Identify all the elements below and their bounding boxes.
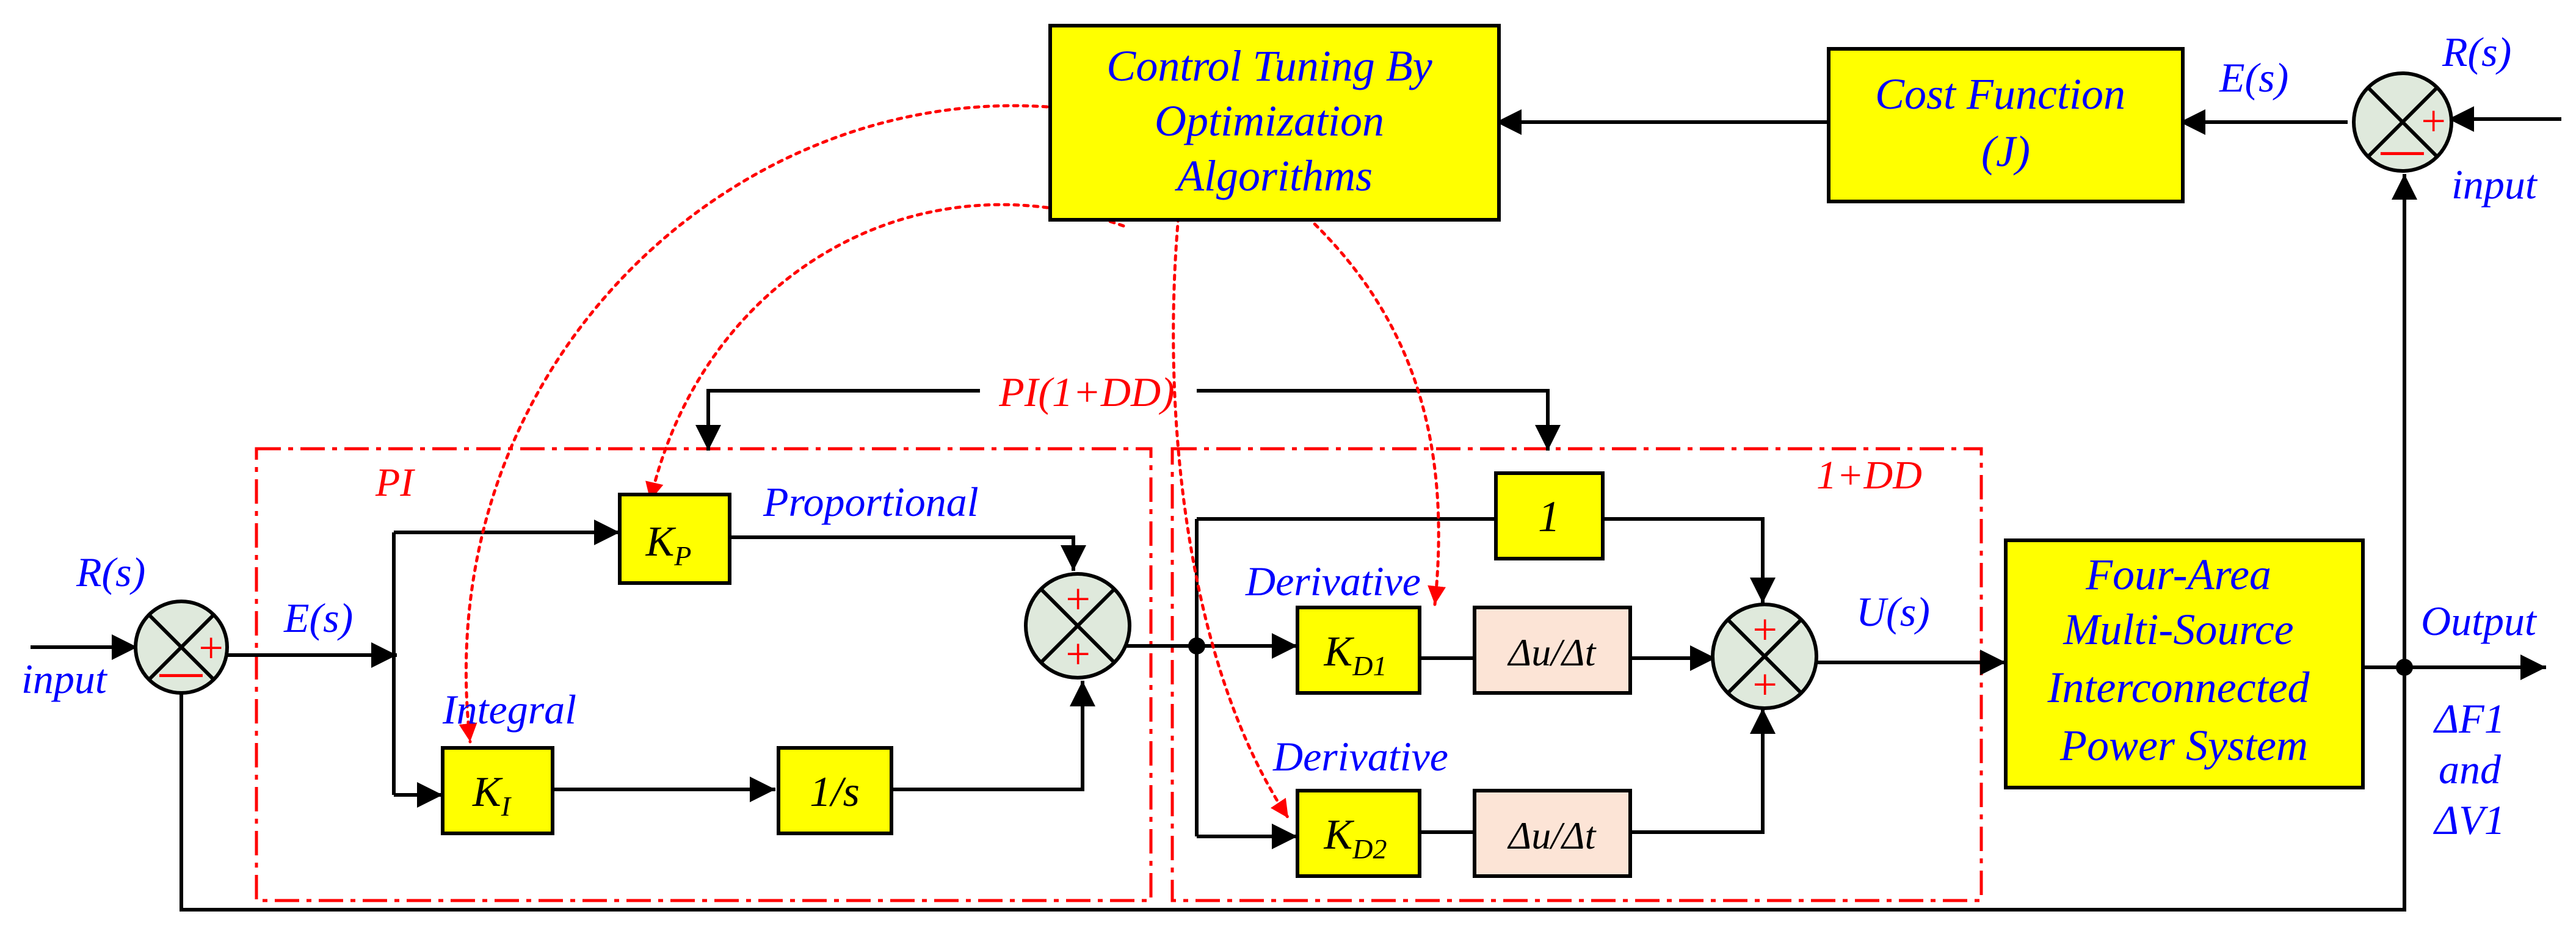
kd1-block [1296,606,1421,695]
output-label: Output [2421,598,2538,644]
unity-block [1494,471,1605,560]
kp-label: KP [645,518,692,571]
summer-left-minus: — [159,648,203,695]
summer-left: + — [134,600,229,695]
controller-span-label: PI(1+DD) [998,369,1175,415]
plant-label: Four-Area Multi-Source Interconnected Po… [2047,550,2320,770]
wire-integrator-out [891,681,1095,791]
rate2-block [1473,789,1632,878]
pi-group-label: PI [375,460,415,505]
e-right-label: E(s) [2219,54,2288,101]
summer-dd: + + [1711,603,1818,710]
wire-kp-out [730,535,1086,571]
cost-function-label: Cost Function (J) [1875,70,2136,176]
kd2-block [1296,789,1421,878]
summer-right: + — [2352,71,2453,173]
summer-dd-plus-bottom: + [1750,660,1780,709]
rate1-block [1473,606,1632,695]
derivative-2-label: Derivative [1272,733,1448,780]
wire-rate2-out [1630,708,1776,834]
summer-left-plus: + [196,623,226,672]
output-delta-v-label: ΔV1 [2433,797,2505,843]
r-right-label: R(s) [2442,29,2511,75]
summer-pi-plus-bottom: + [1063,629,1093,678]
integral-label: Integral [442,686,576,733]
u-signal-label: U(s) [1856,589,1930,635]
r-left-label: R(s) [76,549,145,595]
integrator-label: 1/s [810,769,860,816]
output-delta-f-label: ΔF1 [2433,695,2505,742]
summer-pi: + + [1024,572,1131,680]
output-and-label: and [2439,746,2502,792]
optimizer-label: Control Tuning By Optimization Algorithm… [1106,42,1443,200]
rate1-label: Δu/Δt [1507,631,1597,674]
kd2-label: KD2 [1324,811,1387,865]
summer-dd-plus-top: + [1750,605,1780,654]
kd1-label: KD1 [1324,628,1387,681]
summer-right-minus: — [2380,126,2424,173]
wire-unity-out [1603,517,1776,603]
span-arrow-left [695,389,980,451]
integrator-block [777,746,893,835]
ki-block [441,746,554,835]
kp-block [618,493,731,585]
tuning-link-ki [459,104,1049,744]
tuning-link-kp [645,203,1125,502]
tuning-link-kd2 [1172,215,1290,820]
unity-label: 1 [1538,492,1560,541]
ki-label: KI [472,769,512,822]
rate2-label: Δu/Δt [1507,814,1597,857]
e-left-label: E(s) [283,595,353,641]
optimizer-block [1048,24,1501,222]
tuning-link-kd1 [1299,209,1446,606]
input-left-label: input [21,656,108,702]
span-arrow-right [1197,389,1561,451]
cost-function-block [1827,47,2185,203]
dd-group-label: 1+DD [1816,453,1922,498]
input-right-label: input [2451,161,2538,208]
wire-feedback-bottom [180,667,2406,912]
derivative-1-label: Derivative [1245,558,1421,604]
proportional-label: Proportional [763,479,979,525]
summer-right-plus: + [2418,96,2448,145]
summer-pi-plus-top: + [1063,575,1093,623]
plant-block [2004,538,2365,789]
